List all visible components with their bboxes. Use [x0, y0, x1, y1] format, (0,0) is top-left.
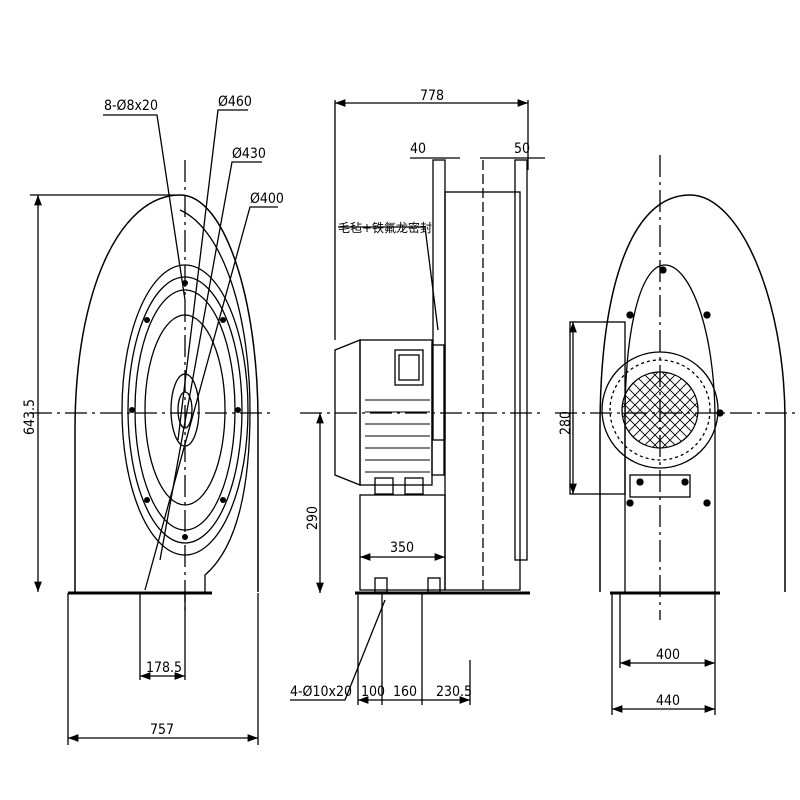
base-hole-note-label: 4-Ø10x20	[290, 684, 352, 700]
front-volute-outline	[599, 194, 786, 592]
base-outer-label: 440	[656, 693, 680, 709]
width-label: 757	[150, 722, 174, 738]
dia-460-label: Ø460	[218, 94, 252, 110]
base-width-label: 350	[390, 540, 414, 556]
spacing-230-label: 230.5	[436, 684, 472, 700]
volute-outline	[74, 194, 259, 592]
center-height-label: 290	[305, 506, 321, 530]
hole-note-label: 8-Ø8x20	[104, 98, 158, 114]
outlet-rectangle	[569, 321, 626, 495]
spacing-100-label: 100	[361, 684, 385, 700]
offset-label: 178.5	[146, 660, 182, 676]
left-view	[30, 109, 278, 745]
dia-400-label: Ø400	[250, 191, 284, 207]
volute-inner	[179, 209, 251, 592]
height-label: 643.5	[22, 399, 38, 435]
overall-length-label: 778	[420, 88, 444, 104]
motor-base	[359, 494, 446, 591]
flange-40-label: 40	[410, 141, 426, 157]
front-view	[555, 155, 795, 715]
outlet-height-label: 280	[558, 411, 574, 435]
terminal-box	[394, 349, 424, 386]
outlet-flange	[514, 159, 528, 561]
base-inner-label: 400	[656, 647, 680, 663]
outlet-50-label: 50	[514, 141, 530, 157]
side-view	[290, 99, 545, 705]
seal-note-label: 毛毡+铁氟龙密封	[338, 220, 432, 235]
dia-430-label: Ø430	[232, 146, 266, 162]
spacing-160-label: 160	[393, 684, 417, 700]
